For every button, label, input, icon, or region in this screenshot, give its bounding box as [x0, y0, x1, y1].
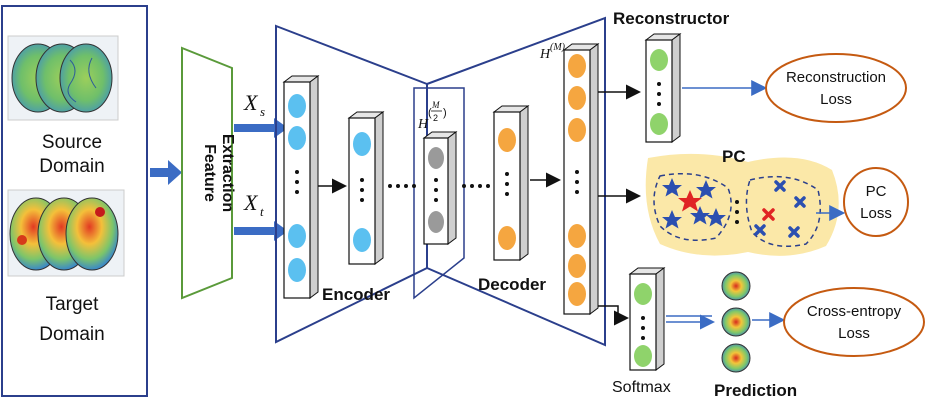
classification-head: Softmax Prediction Cross-entropy Loss: [598, 267, 925, 400]
source-centroid-star: [678, 190, 702, 212]
xs-subscript: s: [260, 104, 265, 119]
encoder-label: Encoder: [322, 285, 390, 304]
input-panel: Source Domain Target Domain: [1, 5, 148, 397]
node-orange: [498, 226, 516, 250]
reconstruction-loss-ellipse: [765, 53, 907, 123]
layer-decoder-hidden: [492, 105, 530, 261]
feature-extraction-label-line1: Feature: [201, 144, 218, 202]
bottleneck-num: M: [431, 100, 440, 110]
pc-label: PC: [722, 147, 746, 166]
pc-head: PC PC Loss: [598, 147, 909, 256]
reconstruction-loss-line2: Loss: [820, 91, 852, 108]
reconstructor-label: Reconstructor: [613, 9, 730, 28]
feature-extraction-block: Feature Extraction: [181, 46, 236, 300]
node-orange: [568, 224, 586, 248]
input-arrow: [150, 160, 182, 185]
encoder-decoder-links: [318, 172, 561, 194]
node-blue: [288, 224, 306, 248]
layer-output: [562, 43, 600, 315]
target-label-line2: Domain: [39, 324, 104, 345]
reconstruction-loss-line1: Reconstruction: [786, 69, 886, 86]
node-orange: [568, 54, 586, 78]
node-green: [634, 283, 652, 305]
source-cluster-outline: [653, 173, 732, 241]
source-label-line1: Source: [42, 132, 102, 153]
layer-input: [282, 75, 320, 299]
node-blue: [288, 126, 306, 150]
svg-text:(: (: [428, 107, 432, 119]
source-topomaps: [7, 35, 119, 121]
node-green: [634, 345, 652, 367]
ce-loss-line2: Loss: [838, 325, 870, 342]
softmax-label: Softmax: [612, 379, 671, 396]
pc-loss-line2: Loss: [860, 205, 892, 222]
node-gray: [428, 147, 444, 169]
target-label-line1: Target: [46, 294, 100, 315]
xt-label: X: [243, 190, 259, 215]
target-centroid-cross: [762, 208, 775, 221]
hidden-labels: H ( M 2 ) H (M): [417, 42, 566, 132]
target-cluster-outline: [745, 175, 821, 247]
feature-extraction-trapezoid: [181, 46, 233, 300]
node-green: [650, 49, 668, 71]
cross-entropy-loss-ellipse: [783, 287, 925, 357]
xt-subscript: t: [260, 204, 264, 219]
feature-outputs: X s X t: [234, 90, 288, 241]
ce-loss-line1: Cross-entropy: [807, 303, 902, 320]
node-orange: [568, 254, 586, 278]
node-blue: [288, 258, 306, 282]
node-orange: [498, 128, 516, 152]
source-label-line2: Domain: [39, 156, 104, 177]
source-stars: [662, 178, 726, 229]
prediction-label: Prediction: [714, 381, 797, 400]
reconstructor-head: Reconstructor Reconstruction Loss: [598, 9, 907, 143]
svg-text:): ): [443, 107, 447, 119]
node-green: [650, 113, 668, 135]
node-orange: [568, 282, 586, 306]
prediction-topomaps: [721, 271, 751, 373]
bottleneck-den: 2: [433, 113, 438, 123]
target-topomaps: [7, 189, 125, 277]
layer-columns: [282, 43, 600, 315]
decoder-label: Decoder: [478, 275, 546, 294]
pc-loss-line1: PC: [866, 183, 887, 200]
autoencoder-frame: [275, 16, 606, 347]
feature-extraction-label-line2: Extraction: [219, 134, 236, 212]
target-crosses: [754, 180, 806, 238]
node-orange: [568, 86, 586, 110]
layer-bottleneck: [422, 131, 458, 245]
pc-cluster-blob: [645, 153, 839, 256]
node-blue: [353, 228, 371, 252]
node-orange: [568, 118, 586, 142]
pc-loss-ellipse: [843, 167, 909, 237]
top-symbol: H: [539, 47, 551, 62]
node-blue: [288, 94, 306, 118]
top-superscript: (M): [550, 42, 566, 53]
bottleneck-symbol: H: [417, 117, 429, 132]
layer-encoder-hidden: [347, 111, 385, 265]
node-gray: [428, 211, 444, 233]
xs-label: X: [243, 90, 259, 115]
node-blue: [353, 132, 371, 156]
